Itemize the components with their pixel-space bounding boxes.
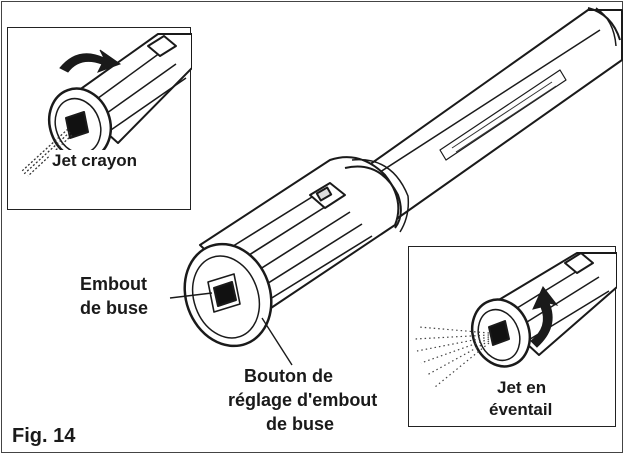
adjust-knob-label-line3: de buse — [266, 414, 335, 434]
fan-jet-label-line1: Jet en — [497, 378, 547, 397]
pencil-jet-label: Jet crayon — [50, 150, 140, 171]
adjust-knob-label-line2: réglage d'embout — [228, 390, 378, 410]
nozzle-tip-label-line1: Embout — [80, 274, 147, 294]
fan-jet-label-line2: éventail — [489, 400, 553, 419]
curved-arrow-icon — [59, 49, 122, 73]
curved-arrow-icon — [530, 286, 559, 348]
adjust-knob-label-line1: Bouton de — [244, 366, 333, 386]
pencil-jet-inset: Jet crayon — [7, 27, 192, 210]
fan-jet-illustration — [414, 252, 617, 388]
fan-jet-inset: Jet en éventail — [408, 246, 617, 427]
figure-caption: Fig. 14 — [12, 425, 76, 447]
nozzle-tip-label-line2: de buse — [80, 298, 149, 318]
pencil-jet-illustration — [21, 33, 192, 177]
